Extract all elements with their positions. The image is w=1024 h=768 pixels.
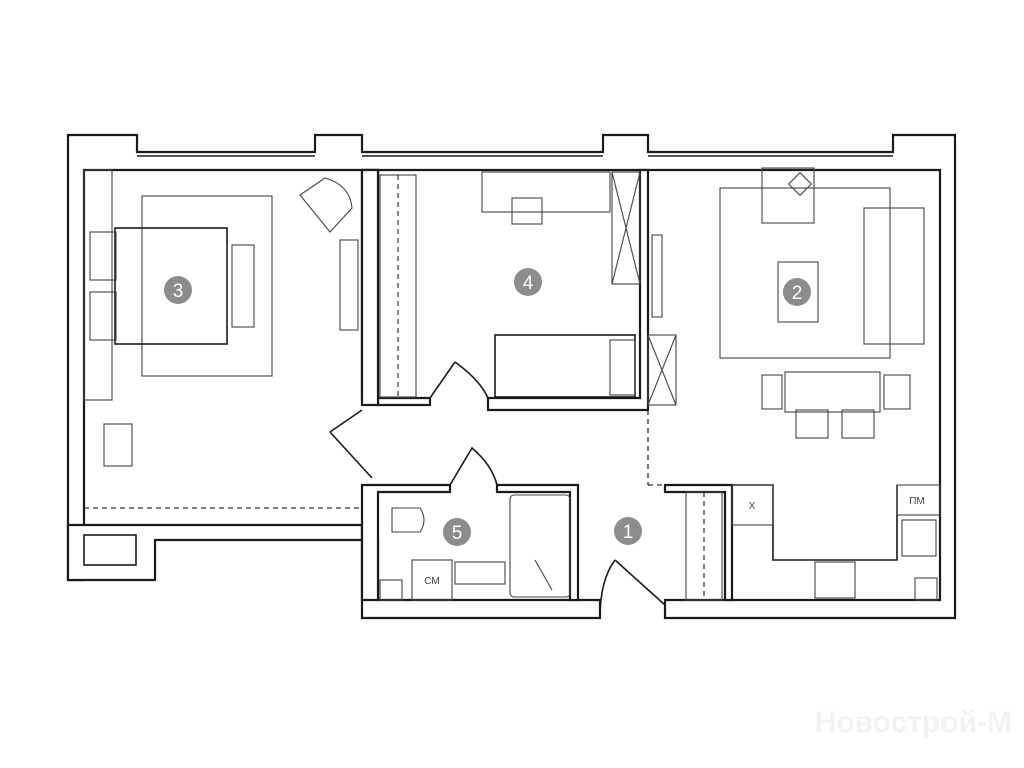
doors (329, 361, 666, 619)
room-marker-1: 1 (614, 517, 642, 545)
bathroom-fixtures (379, 494, 571, 601)
room-number: 3 (173, 281, 184, 302)
room-number: 5 (452, 523, 463, 544)
room-marker-3: 3 (164, 276, 192, 304)
room-marker-2: 2 (783, 278, 811, 306)
bedroom-furniture (83, 169, 362, 509)
room-marker-5: 5 (443, 518, 471, 546)
living-furniture (647, 167, 941, 601)
room-number: 4 (523, 273, 534, 294)
room-number: 2 (792, 283, 803, 304)
dishwasher-label: ПМ (909, 496, 925, 507)
room-number: 1 (623, 522, 634, 543)
fridge-label: Х (749, 501, 756, 512)
room4-furniture (379, 171, 677, 406)
washing-machine-label: СМ (424, 576, 439, 587)
watermark: Новострой-М (815, 706, 1012, 739)
room-marker-4: 4 (514, 268, 542, 296)
